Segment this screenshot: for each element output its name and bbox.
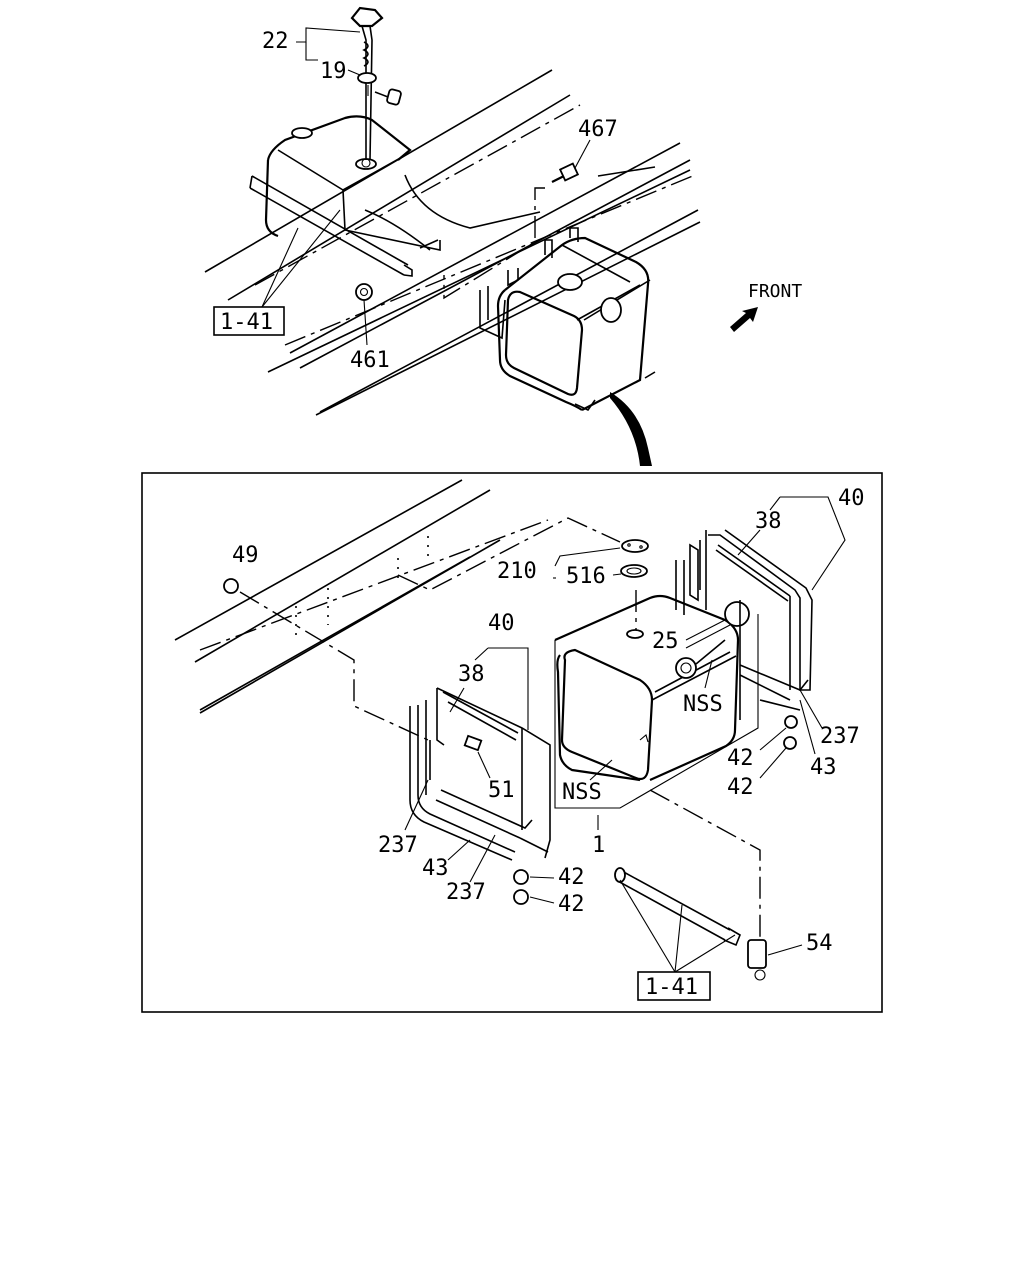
strainer-parts <box>620 539 649 578</box>
detail-chassis-rails <box>174 479 549 714</box>
detail-frame <box>141 472 883 1013</box>
nut-461-icon <box>355 283 373 301</box>
far-fuel-tank <box>264 115 441 251</box>
callout-nss-right: NSS <box>683 692 723 717</box>
gasket-516-icon <box>620 564 648 578</box>
callout-237-left-a: 237 <box>378 833 418 858</box>
callout-51: 51 <box>488 778 515 803</box>
near-fuel-tank <box>479 227 656 412</box>
detail-pointer-arrow-icon <box>610 392 652 466</box>
strainer-210-icon <box>621 539 649 553</box>
bottom-cross-tube <box>614 867 767 981</box>
callout-461: 461 <box>350 348 390 373</box>
bolt-51-icon <box>463 734 483 752</box>
front-arrow-icon <box>730 307 758 332</box>
callout-40-right: 40 <box>838 486 865 511</box>
callout-42-right-b: 42 <box>727 775 754 800</box>
callout-38-left: 38 <box>458 662 485 687</box>
callout-237-left-b: 237 <box>446 880 486 905</box>
nut-49-icon <box>223 578 239 594</box>
callout-38-right: 38 <box>755 509 782 534</box>
right-bracket-assembly <box>675 529 813 750</box>
detail-view: 40 38 49 210 516 25 NSS 237 42 43 42 <box>141 472 883 1013</box>
callout-467: 467 <box>578 117 618 142</box>
callout-42-left-a: 42 <box>558 865 585 890</box>
nut-42-right-a-icon <box>784 715 798 729</box>
callout-42-left-b: 42 <box>558 892 585 917</box>
callout-43-right: 43 <box>810 755 837 780</box>
detail-callouts: 40 38 49 210 516 25 NSS 237 42 43 42 <box>232 486 865 1001</box>
nut-42-left-b-icon <box>513 889 529 905</box>
callout-49: 49 <box>232 543 259 568</box>
front-label: FRONT <box>748 281 802 302</box>
callout-1-41-bottom: 1-41 <box>645 975 698 1000</box>
filler-neck-icon <box>626 629 644 639</box>
fuel-sender-unit <box>350 6 402 161</box>
reference-box-1-41-top <box>213 306 285 336</box>
callout-516: 516 <box>566 564 606 589</box>
overview-view: 22 19 467 1-41 461 FRONT <box>204 6 802 466</box>
callout-nss-left: NSS <box>562 780 602 805</box>
bolt-467-icon <box>551 162 580 183</box>
callout-1-41-top: 1-41 <box>220 310 273 335</box>
callout-237-right: 237 <box>820 724 860 749</box>
callout-40-left: 40 <box>488 611 515 636</box>
left-bracket-assembly <box>409 687 551 905</box>
drain-fitting-54-icon <box>747 939 767 969</box>
callout-22: 22 <box>262 29 289 54</box>
callout-19: 19 <box>320 59 347 84</box>
front-direction-indicator: FRONT <box>730 281 802 332</box>
callout-1: 1 <box>592 833 605 858</box>
chassis-frame-rails <box>204 69 701 416</box>
callout-210: 210 <box>497 559 537 584</box>
callout-42-right-a: 42 <box>727 746 754 771</box>
nut-42-left-a-icon <box>513 869 529 885</box>
callout-54: 54 <box>806 931 833 956</box>
reference-box-1-41-bottom <box>637 971 711 1001</box>
callout-43-left: 43 <box>422 856 449 881</box>
cross-tube <box>249 175 413 277</box>
nut-42-right-b-icon <box>783 736 797 750</box>
fuel-tank-main <box>554 594 750 782</box>
overview-callouts: 22 19 467 1-41 461 <box>213 27 618 373</box>
cap-25-icon <box>724 601 750 627</box>
callout-25: 25 <box>652 629 679 654</box>
gauge-port-icon <box>675 657 697 679</box>
